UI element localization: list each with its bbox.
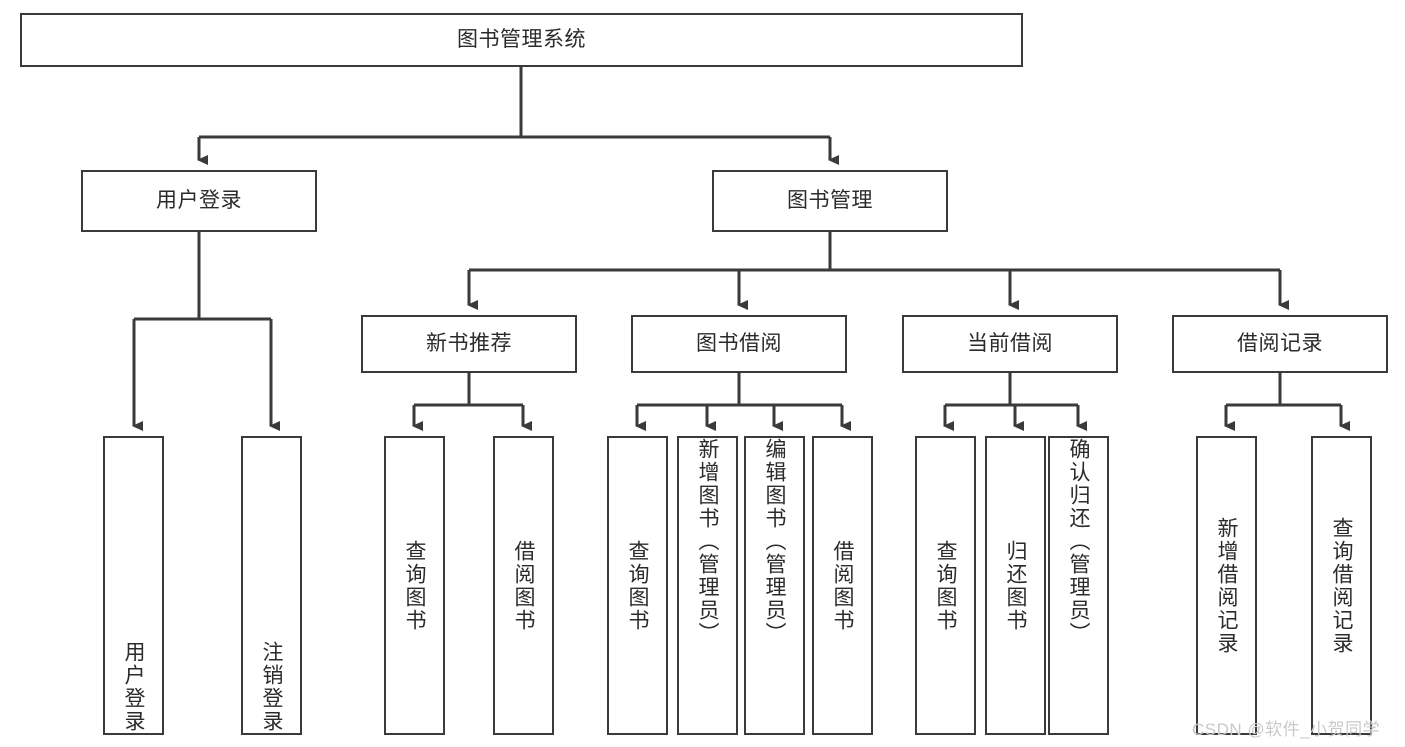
- leaf-borrow-book-1-label: 借阅图书: [512, 539, 535, 632]
- leaf-user-login-label: 用户登录: [122, 641, 145, 733]
- leaf-query-book-1-label: 查询图书: [403, 539, 426, 632]
- leaf-user-login[interactable]: 用户登录: [103, 436, 164, 735]
- node-root[interactable]: 图书管理系统: [20, 13, 1023, 67]
- node-current-borrow[interactable]: 当前借阅: [902, 315, 1118, 373]
- node-borrow-record-label: 借阅记录: [1237, 331, 1323, 355]
- node-current-borrow-label: 当前借阅: [967, 331, 1053, 355]
- leaf-edit-book-label: 编辑图书（管理员）: [763, 438, 786, 645]
- node-new-book-recommend-label: 新书推荐: [426, 331, 512, 355]
- csdn-watermark: CSDN @软件_小贺同学: [1192, 720, 1381, 739]
- leaf-return-book-label: 归还图书: [1004, 539, 1027, 632]
- node-user-login[interactable]: 用户登录: [81, 170, 317, 232]
- leaf-query-book-2[interactable]: 查询图书: [607, 436, 668, 735]
- node-root-label: 图书管理系统: [457, 27, 586, 51]
- leaf-return-book[interactable]: 归还图书: [985, 436, 1046, 735]
- node-book-manage[interactable]: 图书管理: [712, 170, 948, 232]
- leaf-add-book[interactable]: 新增图书（管理员）: [677, 436, 738, 735]
- leaf-borrow-book-2[interactable]: 借阅图书: [812, 436, 873, 735]
- leaf-add-record[interactable]: 新增借阅记录: [1196, 436, 1257, 735]
- leaf-query-book-2-label: 查询图书: [626, 539, 649, 632]
- leaf-confirm-return-label: 确认归还（管理员）: [1067, 438, 1090, 645]
- leaf-user-logout-label: 注销登录: [260, 641, 283, 733]
- node-borrow-record[interactable]: 借阅记录: [1172, 315, 1388, 373]
- leaf-query-record[interactable]: 查询借阅记录: [1311, 436, 1372, 735]
- leaf-query-record-label: 查询借阅记录: [1330, 516, 1353, 655]
- leaf-query-book-3-label: 查询图书: [934, 539, 957, 632]
- leaf-query-book-3[interactable]: 查询图书: [915, 436, 976, 735]
- leaf-borrow-book-2-label: 借阅图书: [831, 539, 854, 632]
- leaf-add-book-label: 新增图书（管理员）: [696, 438, 719, 645]
- leaf-borrow-book-1[interactable]: 借阅图书: [493, 436, 554, 735]
- node-book-borrow-label: 图书借阅: [696, 331, 782, 355]
- leaf-confirm-return[interactable]: 确认归还（管理员）: [1048, 436, 1109, 735]
- node-new-book-recommend[interactable]: 新书推荐: [361, 315, 577, 373]
- node-book-manage-label: 图书管理: [787, 188, 873, 212]
- leaf-user-logout[interactable]: 注销登录: [241, 436, 302, 735]
- leaf-add-record-label: 新增借阅记录: [1215, 516, 1238, 655]
- leaf-query-book-1[interactable]: 查询图书: [384, 436, 445, 735]
- node-book-borrow[interactable]: 图书借阅: [631, 315, 847, 373]
- node-user-login-label: 用户登录: [156, 188, 242, 212]
- leaf-edit-book[interactable]: 编辑图书（管理员）: [744, 436, 805, 735]
